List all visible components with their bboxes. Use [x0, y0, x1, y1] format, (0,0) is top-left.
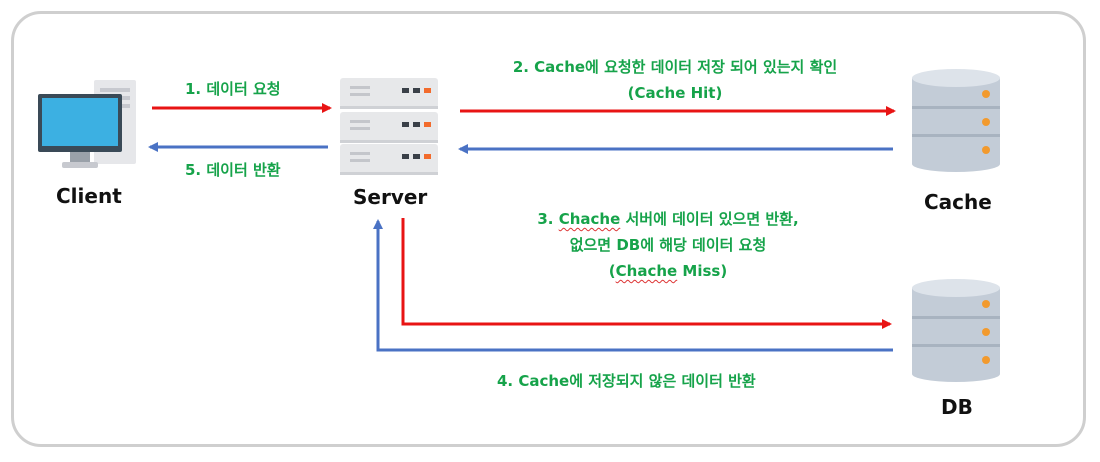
server-label: Server: [353, 185, 428, 209]
diagram-frame: [11, 11, 1086, 447]
step-5-label: 5. 데이터 반환: [185, 161, 281, 179]
client-label: Client: [56, 184, 122, 208]
step-3-line-1: 3. Chache 서버에 데이터 있으면 반환,: [537, 210, 799, 228]
server-rack-icon: [340, 78, 438, 175]
step-2-label: 2. Cache에 요청한 데이터 저장 되어 있는지 확인 (Cache Hi…: [470, 54, 880, 106]
db-database-icon: [912, 279, 1000, 382]
cache-label: Cache: [924, 190, 992, 214]
step-3-line-3: (Chache Miss): [608, 262, 728, 280]
arrow-request-server-db: [401, 218, 892, 329]
cache-database-icon: [912, 69, 1000, 172]
step-3-label: 3. Chache 서버에 데이터 있으면 반환, 없으면 DB에 해당 데이터…: [488, 206, 848, 284]
desktop-computer-icon: [38, 80, 136, 168]
db-label: DB: [941, 395, 973, 419]
misspelled-word: Chache: [558, 210, 621, 228]
step-3-line-2: 없으면 DB에 해당 데이터 요청: [569, 236, 767, 254]
step-1-label: 1. 데이터 요청: [185, 80, 281, 98]
step-2-line-1: 2. Cache에 요청한 데이터 저장 되어 있는지 확인: [512, 58, 838, 76]
step-2-line-2: (Cache Hit): [627, 84, 723, 102]
step-4-label: 4. Cache에 저장되지 않은 데이터 반환: [497, 372, 756, 390]
arrow-response-db-server: [373, 219, 893, 352]
misspelled-word: Chache: [615, 262, 678, 280]
